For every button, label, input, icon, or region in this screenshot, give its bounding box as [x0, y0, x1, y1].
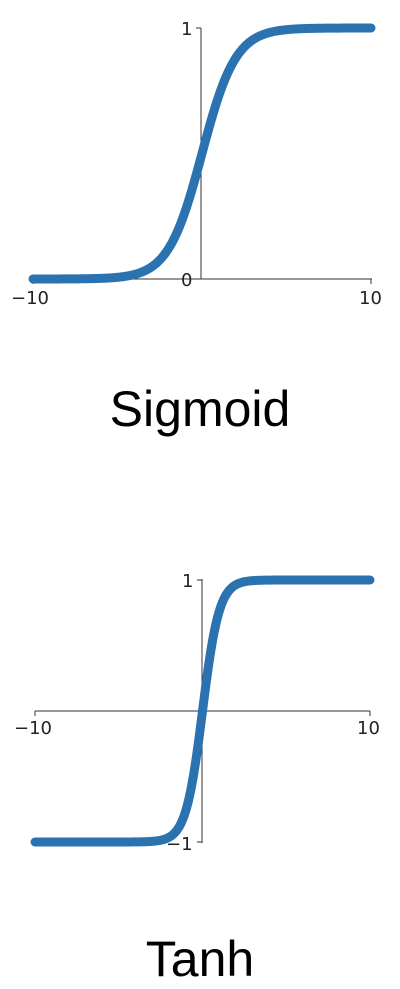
tanh-x-tick-label-max: 10 — [357, 718, 380, 739]
tanh-chart: 1 −1 −10 10 — [14, 571, 380, 855]
sigmoid-y-tick-label-1: 1 — [181, 19, 192, 40]
tanh-series-line — [30, 575, 375, 847]
sigmoid-series-line — [28, 23, 376, 284]
tanh-x-tick-label-min: −10 — [14, 718, 52, 739]
sigmoid-y-tick-label-0: 0 — [181, 270, 192, 291]
sigmoid-title: Sigmoid — [109, 381, 291, 437]
sigmoid-chart: 1 0 −10 10 — [11, 19, 382, 309]
tanh-title: Tanh — [145, 931, 255, 987]
sigmoid-x-tick-label-max: 10 — [359, 288, 382, 309]
sigmoid-x-tick-label-min: −10 — [11, 288, 49, 309]
tanh-y-tick-label-1: 1 — [182, 571, 193, 592]
